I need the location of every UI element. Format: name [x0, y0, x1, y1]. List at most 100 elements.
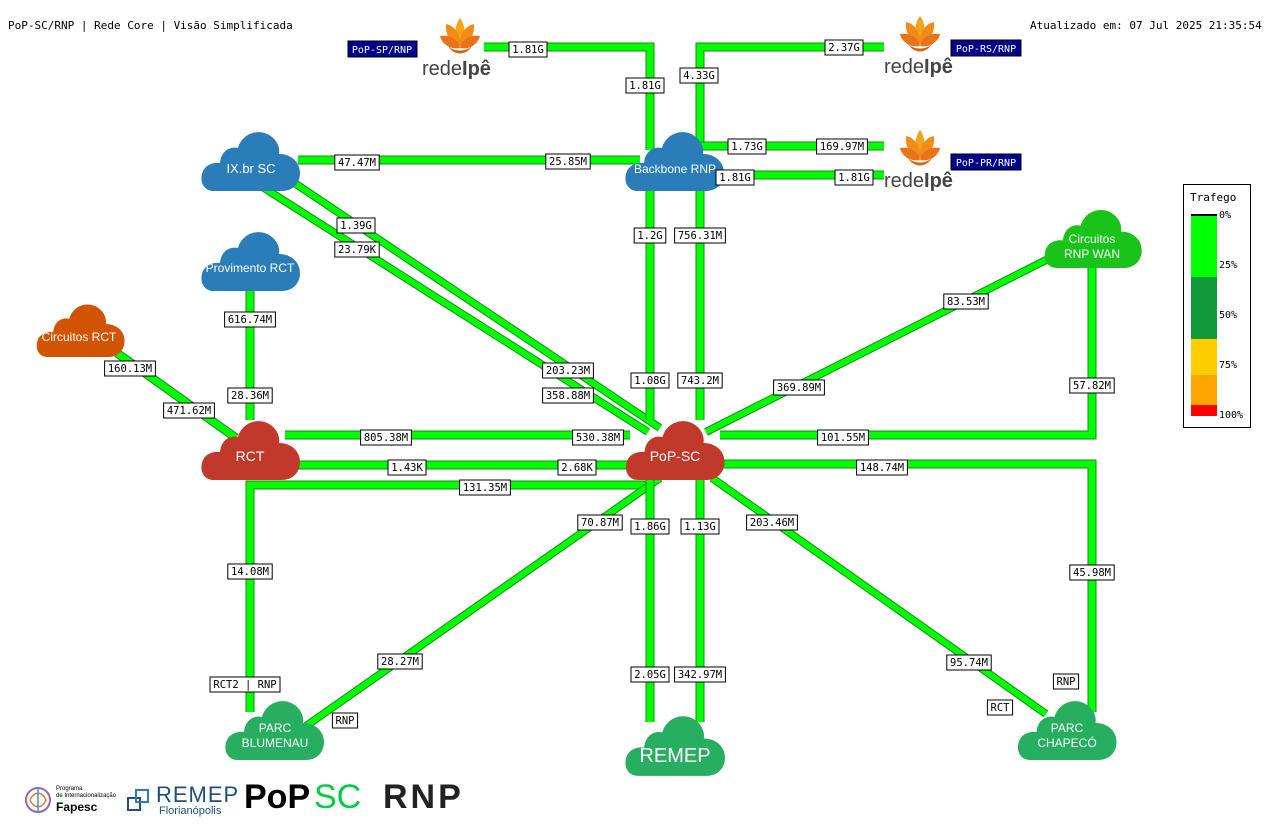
- link-label-box: [459, 479, 511, 496]
- legend-tick: 100%: [1219, 410, 1244, 421]
- node-circuitos-rct[interactable]: Circuitos RCT: [36, 304, 125, 357]
- legend-tick: 50%: [1219, 310, 1238, 321]
- link-label-text: RCT2 | RNP: [213, 679, 276, 691]
- link-label-text: 25.85M: [549, 156, 587, 168]
- link-tag: RNP: [1052, 673, 1080, 690]
- link-label: 1.08G: [630, 372, 670, 389]
- node-provimento-rct[interactable]: Provimento RCT: [201, 232, 300, 291]
- link-popsc-circuitos-rnp[interactable]: [704, 255, 1052, 435]
- link-label: 1.81G: [834, 169, 874, 186]
- pop-pr-badge: PoP-PR/RNP: [956, 158, 1016, 169]
- link-label: 101.55M: [817, 429, 869, 446]
- node-circuitos-rnp-wan[interactable]: Circuitos RNP WAN: [1044, 209, 1142, 268]
- node-backbone-rnp[interactable]: Backbone RNP: [625, 132, 724, 191]
- link-pop-sp-outline: [484, 42, 655, 150]
- node-pop-pr[interactable]: redeIpê PoP-PR/RNP: [884, 130, 1022, 192]
- node-pop-sc[interactable]: PoP-SC: [625, 421, 725, 480]
- link-label-box: [331, 712, 359, 729]
- link-label-box: [572, 429, 624, 446]
- fapesc-name: Fapesc: [56, 800, 98, 814]
- link-label-box: [943, 293, 989, 310]
- link-label-box: [834, 169, 874, 186]
- link-popsc-chapeco-2[interactable]: [710, 475, 1048, 717]
- node-label: PARC: [259, 721, 292, 735]
- link-popsc-chapeco-1[interactable]: [720, 460, 1096, 712]
- link-label-box: [677, 372, 723, 389]
- link-popsc-circuitos-rnp-2[interactable]: [720, 262, 1096, 439]
- link-label-box: [680, 518, 720, 535]
- link-popsc-blumenau-rct[interactable]: [246, 481, 650, 712]
- link-label: 1.81G: [625, 77, 665, 94]
- link-pop-rs[interactable]: [696, 43, 884, 150]
- legend-tick: 75%: [1219, 360, 1238, 371]
- legend-band-100: [1191, 405, 1217, 416]
- link-label-box: [816, 138, 868, 155]
- node-label: BLUMENAU: [242, 736, 309, 750]
- link-label-box: [674, 666, 726, 683]
- map-title: PoP-SC/RNP | Rede Core | Visão Simplific…: [8, 19, 293, 32]
- link-label-text: 28.36M: [231, 390, 269, 402]
- link-label-text: 57.82M: [1073, 380, 1111, 392]
- link-label-box: [715, 169, 755, 186]
- link-label-text: 1.43K: [391, 462, 423, 474]
- link-label: 743.2M: [677, 372, 723, 389]
- remep-logo: REMEP Florianópolis: [126, 780, 238, 820]
- node-remep[interactable]: REMEP: [625, 716, 725, 776]
- link-label-box: [224, 311, 276, 328]
- link-pop-rs-outline: [695, 42, 884, 150]
- node-parc-chapeco[interactable]: PARC CHAPECÓ: [1017, 701, 1117, 760]
- link-label-box: [542, 362, 594, 379]
- link-label: 1.81G: [715, 169, 755, 186]
- link-label-box: [630, 666, 670, 683]
- link-label: 28.27M: [377, 653, 423, 670]
- link-label-text: 358.88M: [546, 390, 590, 402]
- redeipe-lotus-icon: [900, 16, 940, 52]
- link-label-box: [679, 67, 719, 84]
- legend-tick: 0%: [1219, 210, 1232, 221]
- link-label-text: 4.33G: [683, 70, 715, 82]
- link-label: 530.38M: [572, 429, 624, 446]
- link-label-box: [377, 653, 423, 670]
- legend-title: Trafego: [1190, 191, 1237, 204]
- link-label-text: 1.81G: [512, 44, 544, 56]
- link-label-box: [746, 514, 798, 531]
- node-ixbr-sc[interactable]: IX.br SC: [201, 132, 300, 191]
- legend-band-75-95: [1191, 375, 1217, 405]
- legend-zero-line: [1191, 214, 1217, 216]
- rnp-wordmark: RNP: [383, 778, 464, 816]
- node-label: PARC: [1051, 721, 1084, 735]
- pop-rs-badge: PoP-RS/RNP: [956, 44, 1016, 55]
- remep-wordmark: REMEP: [156, 782, 240, 807]
- popsc-wordmark-sc: SC: [314, 778, 362, 816]
- link-label: 616.74M: [224, 311, 276, 328]
- node-pop-sp[interactable]: redeIpê PoP-SP/RNP: [347, 18, 491, 80]
- brain-icon: [25, 787, 51, 813]
- link-label-box: [336, 217, 376, 234]
- link-label: 83.53M: [943, 293, 989, 310]
- link-label-text: 471.62M: [167, 405, 211, 417]
- link-label-text: 2.37G: [828, 42, 860, 54]
- link-label-box: [387, 459, 427, 476]
- traffic-legend: Trafego 0% 25% 50% 75% 100%: [1183, 184, 1251, 428]
- link-ixbr-popsc-1[interactable]: [288, 177, 662, 431]
- link-label-text: 805.38M: [364, 432, 408, 444]
- link-label-text: 45.98M: [1073, 567, 1111, 579]
- link-label: 1.86G: [630, 518, 670, 535]
- link-pop-sp[interactable]: [484, 43, 654, 150]
- link-label: 25.85M: [545, 153, 591, 170]
- link-label-box: [542, 387, 594, 404]
- link-label-text: 70.87M: [581, 517, 619, 529]
- link-label: 369.89M: [773, 379, 825, 396]
- node-parc-blumenau[interactable]: PARC BLUMENAU: [225, 701, 324, 760]
- node-pop-rs[interactable]: redeIpê PoP-RS/RNP: [884, 16, 1022, 78]
- redeipe-wordmark: redeIpê: [884, 170, 953, 192]
- legend-band-0-25: [1191, 215, 1217, 277]
- link-label-box: [817, 429, 869, 446]
- link-label: 1.13G: [680, 518, 720, 535]
- link-label: 1.43K: [387, 459, 427, 476]
- link-label: 1.39G: [336, 217, 376, 234]
- node-label: CHAPECÓ: [1037, 735, 1096, 750]
- link-label-text: 28.27M: [381, 656, 419, 668]
- node-rct[interactable]: RCT: [201, 421, 300, 480]
- link-label: 2.05G: [630, 666, 670, 683]
